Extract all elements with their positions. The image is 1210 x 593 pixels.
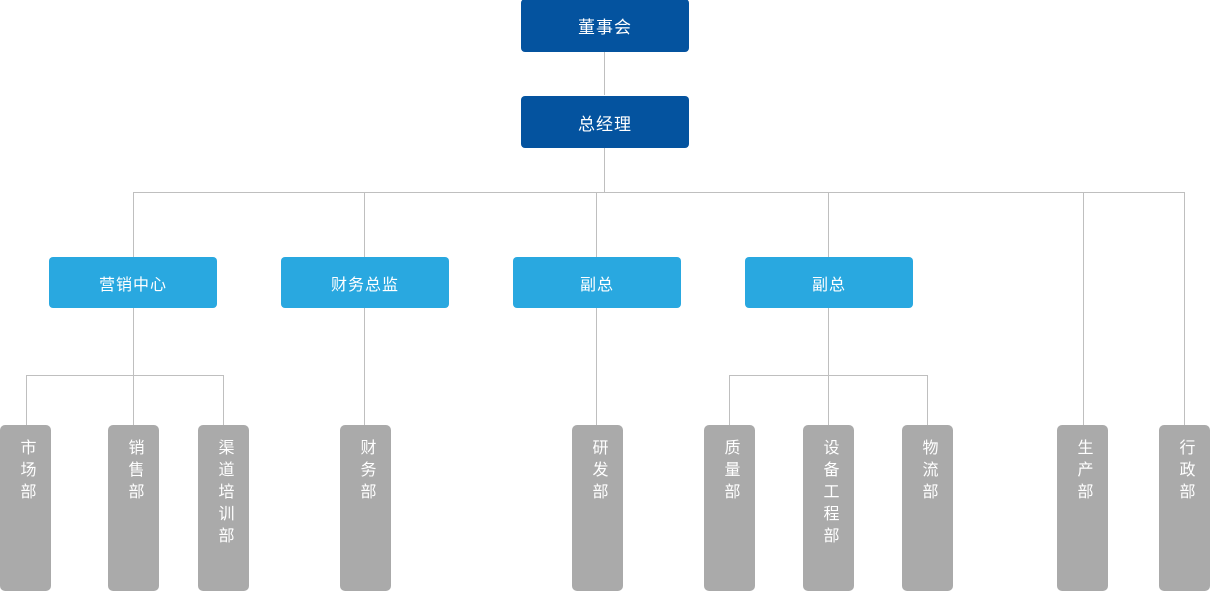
- node-rd-dept[interactable]: 研发部: [572, 425, 623, 591]
- connector-drop-quality-dept: [729, 375, 730, 425]
- connector-main-bus: [133, 192, 1185, 193]
- connector-gm-stem: [604, 148, 605, 192]
- node-market-dept[interactable]: 市场部: [0, 425, 51, 591]
- node-board[interactable]: 董事会: [521, 0, 689, 52]
- node-finance-director-label: 财务总监: [330, 276, 399, 294]
- connector-drop-marketing-center: [133, 192, 134, 257]
- connector-vp-2-stem: [828, 308, 829, 375]
- node-general-manager-label: 总经理: [578, 114, 632, 134]
- node-vp-2-label: 副总: [811, 276, 846, 294]
- node-vp-1[interactable]: 副总: [513, 257, 681, 308]
- connector-board-to-gm: [604, 52, 605, 95]
- node-channel-training-dept[interactable]: 渠道培训部: [198, 425, 249, 591]
- connector-vp-1-to-rd-dept: [596, 308, 597, 425]
- node-equipment-engineering-dept-label: 设备工程部: [820, 439, 838, 549]
- node-board-label: 董事会: [578, 18, 632, 37]
- connector-marketing-center-bus: [26, 375, 224, 376]
- node-sales-dept[interactable]: 销售部: [108, 425, 159, 591]
- node-finance-dept-label: 财务部: [357, 439, 375, 505]
- node-finance-director[interactable]: 财务总监: [281, 257, 449, 308]
- node-rd-dept-label: 研发部: [589, 439, 607, 505]
- node-sales-dept-label: 销售部: [125, 439, 143, 505]
- node-logistics-dept[interactable]: 物流部: [902, 425, 953, 591]
- connector-drop-equipment-engineering-dept: [828, 375, 829, 425]
- connector-drop-logistics-dept: [927, 375, 928, 425]
- node-equipment-engineering-dept[interactable]: 设备工程部: [803, 425, 854, 591]
- node-quality-dept-label: 质量部: [721, 439, 739, 505]
- node-market-dept-label: 市场部: [17, 439, 35, 505]
- node-finance-dept[interactable]: 财务部: [340, 425, 391, 591]
- connector-drop-vp-1: [596, 192, 597, 257]
- connector-finance-director-to-finance-dept: [364, 308, 365, 425]
- node-channel-training-dept-label: 渠道培训部: [215, 439, 233, 549]
- node-general-manager[interactable]: 总经理: [521, 96, 689, 148]
- connector-drop-administration-dept: [1184, 192, 1185, 425]
- node-production-dept[interactable]: 生产部: [1057, 425, 1108, 591]
- node-administration-dept[interactable]: 行政部: [1159, 425, 1210, 591]
- node-marketing-center-label: 营销中心: [98, 276, 167, 294]
- node-vp-1-label: 副总: [579, 276, 614, 294]
- node-vp-2[interactable]: 副总: [745, 257, 913, 308]
- node-production-dept-label: 生产部: [1074, 439, 1092, 505]
- node-quality-dept[interactable]: 质量部: [704, 425, 755, 591]
- connector-drop-production-dept: [1083, 192, 1084, 425]
- connector-drop-channel-training-dept: [223, 375, 224, 425]
- node-administration-dept-label: 行政部: [1176, 439, 1194, 505]
- connector-drop-vp-2: [828, 192, 829, 257]
- node-logistics-dept-label: 物流部: [919, 439, 937, 505]
- connector-drop-sales-dept: [133, 375, 134, 425]
- node-marketing-center[interactable]: 营销中心: [49, 257, 217, 308]
- connector-drop-finance-director: [364, 192, 365, 257]
- connector-drop-market-dept: [26, 375, 27, 425]
- connector-marketing-center-stem: [133, 308, 134, 375]
